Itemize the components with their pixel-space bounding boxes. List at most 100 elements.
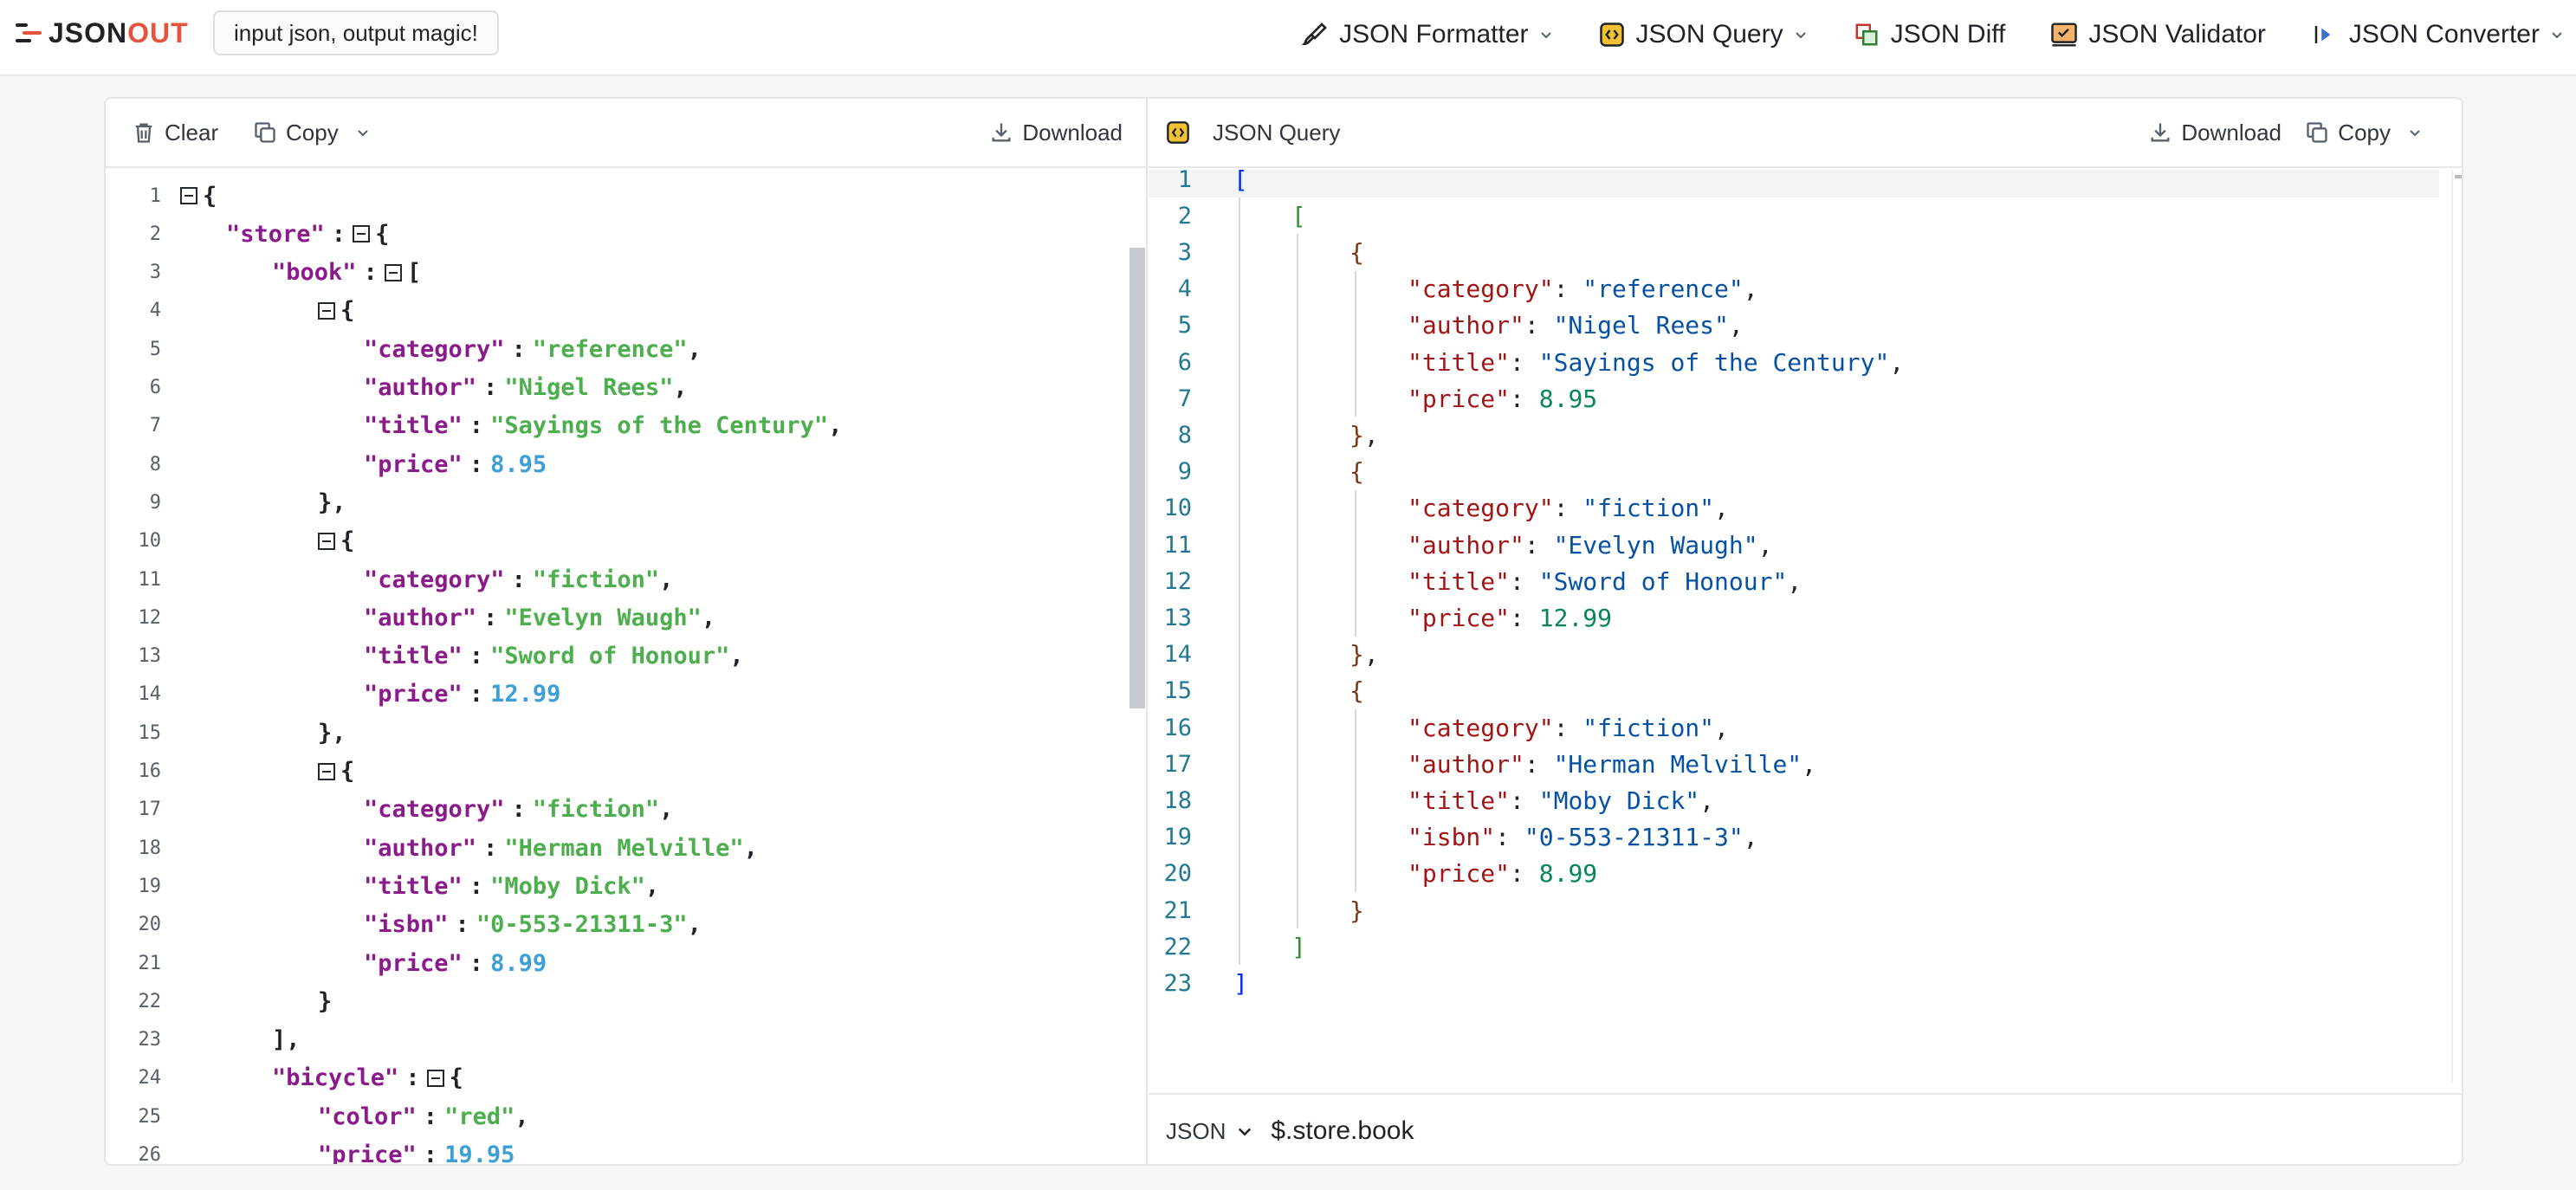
json-key: "isbn" (364, 911, 449, 939)
indent-guide (1297, 344, 1298, 381)
main-nav: JSON Formatter JSON Query JSON Diff JSON… (1256, 12, 2564, 57)
json-punct: , (1363, 420, 1379, 449)
json-punct: , (1363, 640, 1379, 669)
line-number: 7 (149, 415, 161, 437)
json-string: "Nigel Rees" (1553, 311, 1729, 340)
indent-guide (1239, 270, 1240, 307)
download-output-button[interactable]: Download (2148, 120, 2282, 146)
json-key: "author" (1408, 530, 1524, 559)
input-line: 21"price":8.99 (106, 944, 1128, 982)
line-number: 17 (138, 799, 162, 821)
indent-guide (1297, 599, 1298, 637)
query-input[interactable] (1271, 1116, 2398, 1146)
json-colon: : (469, 450, 484, 478)
json-punct: { (340, 527, 355, 555)
line-number: 12 (1163, 567, 1192, 595)
input-scrollbar[interactable] (1129, 248, 1145, 708)
json-punct: : (1524, 530, 1554, 559)
collapse-icon[interactable] (353, 225, 371, 243)
json-string: "fiction" (1582, 494, 1715, 523)
copy-icon (2307, 122, 2327, 143)
chevron-down-icon (1795, 32, 1806, 39)
indent-guide (1355, 563, 1356, 600)
json-punct: , (1743, 275, 1758, 304)
json-punct: , (743, 834, 758, 862)
collapse-icon[interactable] (318, 762, 335, 780)
input-line: 5"category":"reference", (106, 330, 1128, 368)
input-toolbar: Clear Copy Download (106, 99, 1147, 168)
json-punct: , (701, 604, 716, 631)
line-number: 10 (1163, 495, 1192, 522)
download-input-button[interactable]: Download (989, 120, 1123, 146)
nav-json-query[interactable]: JSON Query (1598, 20, 1808, 49)
brand-icon (16, 22, 42, 44)
line-content: "title": "Sayings of the Century", (1408, 348, 1904, 377)
indent-guide (1297, 234, 1298, 271)
line-number: 17 (1163, 750, 1192, 778)
collapse-icon[interactable] (180, 187, 197, 204)
line-number: 9 (1177, 458, 1192, 486)
collapse-icon[interactable] (384, 263, 402, 281)
indent-guide (1239, 453, 1240, 490)
input-line: 25"color":"red", (106, 1097, 1128, 1135)
input-line: 26"price":19.95 (106, 1136, 1128, 1164)
indent-guide (1239, 892, 1240, 929)
json-colon: : (423, 1103, 438, 1130)
clear-button[interactable]: Clear (132, 120, 218, 146)
nav-json-validator[interactable]: JSON Validator (2050, 20, 2266, 49)
nav-json-converter[interactable]: JSON Converter (2311, 20, 2564, 49)
copy-input-button[interactable]: Copy (253, 120, 379, 146)
line-number: 5 (149, 338, 161, 360)
json-colon: : (483, 374, 498, 401)
json-punct: , (1714, 494, 1729, 523)
json-colon: : (469, 949, 484, 977)
chevron-down-icon (1239, 1128, 1252, 1136)
brand-logo[interactable]: JSONOUT (16, 16, 189, 50)
json-punct: : (1510, 859, 1539, 889)
json-punct: : (1510, 603, 1539, 632)
json-punct: [ (406, 259, 422, 287)
copy-output-button[interactable]: Copy (2305, 120, 2430, 146)
indent-guide (1297, 307, 1298, 344)
output-toolbar: JSON Query Download Copy (1147, 99, 2462, 168)
json-key: "price" (1408, 859, 1511, 889)
output-scrollbar[interactable] (2451, 170, 2462, 1083)
indent-guide (1297, 746, 1298, 783)
nav-json-diff[interactable]: JSON Diff (1853, 20, 2005, 49)
collapse-icon[interactable] (426, 1069, 444, 1087)
trash-icon (135, 123, 152, 143)
json-colon: : (469, 643, 484, 670)
output-line: 15{ (1149, 672, 2439, 709)
input-line: 11"category":"fiction", (106, 560, 1128, 598)
json-string: "Sayings of the Century" (490, 412, 829, 440)
json-bracket: { (1349, 237, 1364, 267)
indent-guide (1239, 197, 1240, 235)
line-content: [ (1233, 170, 1248, 194)
json-punct: : (1495, 823, 1524, 852)
json-string: "Herman Melville" (1553, 749, 1803, 779)
json-bracket: [ (1233, 170, 1248, 194)
json-punct: , (1757, 530, 1773, 559)
line-content: "price":19.95 (318, 1141, 515, 1164)
nav-json-formatter[interactable]: JSON Formatter (1301, 20, 1552, 49)
line-number: 9 (149, 491, 161, 514)
line-number: 18 (1163, 786, 1192, 814)
collapse-icon[interactable] (318, 532, 335, 550)
input-line: 3"book":[ (106, 254, 1128, 292)
chevron-down-icon (1540, 32, 1551, 39)
json-punct: , (1802, 749, 1817, 779)
line-number: 11 (1163, 531, 1192, 559)
tagline: input json, output magic! (213, 10, 499, 55)
query-language-select[interactable]: JSON (1166, 1118, 1253, 1145)
indent-guide (1297, 270, 1298, 307)
line-number: 16 (138, 760, 162, 782)
collapse-icon[interactable] (318, 301, 335, 320)
json-key: "book" (272, 259, 357, 287)
line-number: 19 (138, 875, 162, 897)
input-line: 13"title":"Sword of Honour", (106, 637, 1128, 676)
pane-divider[interactable] (1146, 99, 1148, 1164)
json-string: "Moby Dick" (1538, 786, 1700, 815)
json-number: 8.99 (490, 949, 547, 977)
